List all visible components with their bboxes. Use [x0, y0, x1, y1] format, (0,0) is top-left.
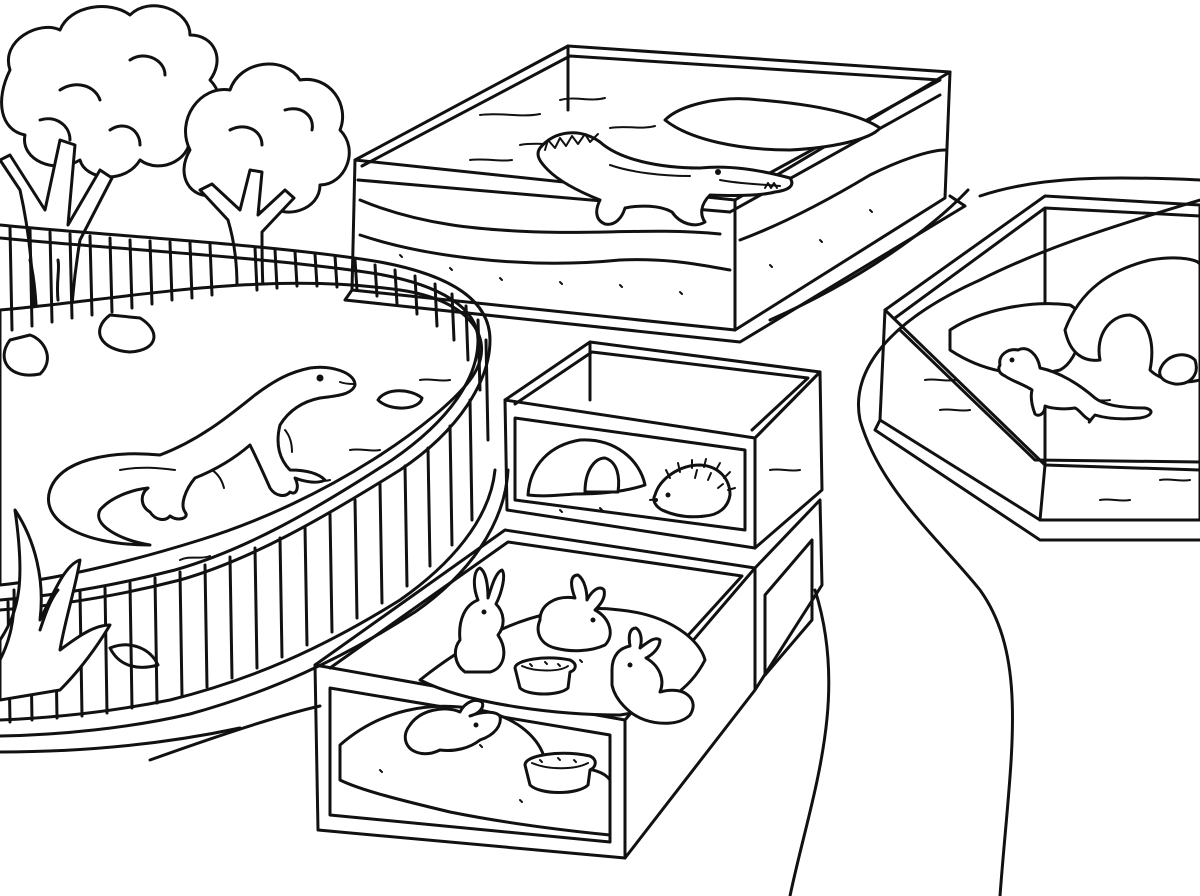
rabbit-icon: [610, 626, 695, 725]
hedgehog-icon: [652, 458, 736, 519]
tree-center-icon: [182, 62, 351, 362]
rabbit-box: [313, 498, 824, 860]
crocodile-icon: [536, 131, 794, 227]
rabbit-icon: [453, 566, 506, 674]
grass-plant-icon: [0, 508, 160, 702]
hedgehog-box: [503, 340, 824, 550]
crocodile-tank: [343, 44, 967, 344]
walkway-paths: [148, 176, 1200, 896]
ferret-icon: [997, 347, 1153, 424]
food-bowl-icon: [523, 751, 597, 794]
rabbit-icon: [403, 698, 502, 756]
rabbit-icon: [536, 573, 612, 653]
komodo-dragon-icon: [47, 365, 357, 547]
ferret-tank: [873, 194, 1200, 542]
food-bowl-icon: [513, 656, 577, 696]
